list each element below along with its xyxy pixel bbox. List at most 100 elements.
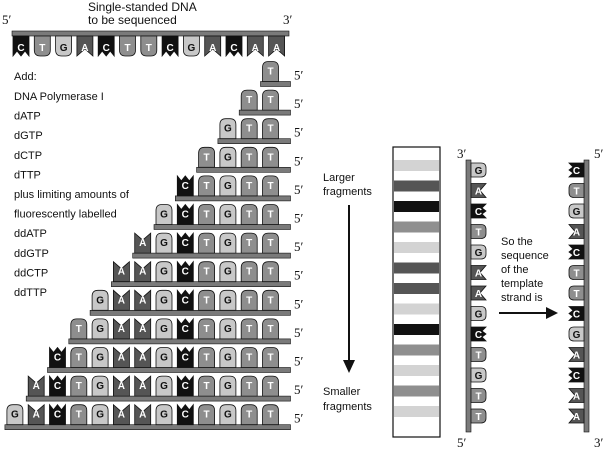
svg-text:C: C: [182, 295, 189, 306]
reagent-item: fluorescently labelled: [14, 209, 117, 221]
svg-text:G: G: [188, 43, 196, 54]
fragment-base: A: [113, 318, 130, 340]
fragment-base: C: [176, 374, 194, 397]
svg-text:T: T: [246, 324, 252, 335]
svg-text:G: G: [160, 324, 168, 335]
svg-text:G: G: [96, 381, 104, 392]
svg-text:G: G: [160, 238, 168, 249]
svg-text:T: T: [246, 410, 252, 421]
svg-text:C: C: [182, 267, 189, 278]
svg-text:G: G: [96, 324, 104, 335]
fragment-base: G: [6, 404, 24, 426]
fragment-base: A: [113, 289, 130, 311]
svg-text:A: A: [475, 269, 482, 280]
gel-band: [394, 365, 439, 376]
fragment-backbone: [217, 138, 291, 144]
svg-text:T: T: [246, 381, 252, 392]
fragment-base: G: [219, 146, 237, 168]
fragment-base: T: [262, 232, 279, 254]
svg-text:T: T: [76, 324, 82, 335]
svg-text:G: G: [573, 330, 581, 341]
svg-text:C: C: [54, 381, 61, 392]
gel-band: [394, 221, 439, 233]
conclusion-line-1: So the: [501, 236, 533, 248]
fragment-base: G: [91, 289, 109, 311]
fragment-prime: 5′: [294, 411, 304, 426]
fragment-base: G: [219, 347, 237, 368]
reagent-item: ddGTP: [14, 248, 49, 260]
svg-text:A: A: [573, 412, 580, 423]
gel-band: [394, 406, 439, 417]
fragment-base: C: [176, 289, 194, 311]
fragment-base: T: [70, 318, 88, 340]
read-base: G: [470, 367, 487, 383]
fragment-base: T: [262, 318, 279, 340]
svg-text:C: C: [230, 43, 237, 54]
svg-text:T: T: [204, 267, 210, 278]
fragment-backbone: [111, 281, 291, 288]
fragment-prime: 5′: [294, 296, 304, 311]
fragment-backbone: [4, 424, 291, 431]
svg-text:A: A: [573, 351, 580, 362]
fragment-prime: 5′: [294, 211, 304, 226]
fragment-prime: 5′: [294, 354, 304, 369]
fragment-base: T: [240, 375, 258, 397]
fragment-base: A: [134, 232, 152, 254]
gel-band: [394, 262, 439, 274]
svg-text:C: C: [573, 371, 580, 382]
fragment-base: C: [49, 403, 66, 426]
svg-text:G: G: [475, 371, 483, 382]
fragment-base: G: [219, 375, 237, 397]
fragment-base: T: [198, 404, 215, 426]
svg-text:T: T: [246, 210, 252, 221]
fragment-base: T: [240, 404, 258, 426]
svg-text:T: T: [76, 410, 82, 421]
read-base: T: [470, 408, 487, 424]
read-backbone: [465, 159, 472, 433]
reagent-item: dATP: [14, 111, 41, 123]
conclusion-line-2: sequence: [501, 250, 549, 262]
reagent-item: dGTP: [14, 130, 43, 142]
svg-text:T: T: [267, 124, 273, 135]
fragment-base: A: [134, 375, 152, 397]
result-backbone: [583, 159, 590, 433]
svg-text:C: C: [475, 330, 482, 341]
fragment-backbone: [153, 224, 291, 230]
template-base: C: [225, 35, 243, 58]
svg-text:G: G: [224, 238, 232, 249]
svg-text:T: T: [267, 267, 273, 278]
fragment-prime: 5′: [294, 153, 304, 168]
fragment-base: T: [198, 261, 215, 283]
svg-text:G: G: [160, 353, 168, 364]
fragment-base: C: [49, 346, 66, 368]
fragment-base: G: [91, 404, 109, 426]
svg-text:A: A: [139, 381, 146, 392]
svg-text:A: A: [139, 295, 146, 306]
fragment-base: T: [240, 318, 258, 340]
fragment-prime: 5′: [294, 325, 304, 340]
gel-band: [394, 344, 439, 356]
fragment-base: G: [155, 375, 173, 397]
template-base: C: [97, 35, 115, 58]
svg-text:T: T: [267, 324, 273, 335]
svg-text:G: G: [160, 410, 168, 421]
svg-text:C: C: [17, 43, 24, 54]
svg-text:T: T: [204, 181, 210, 192]
fragment-base: T: [198, 347, 215, 368]
reagent-item: ddATP: [14, 228, 47, 240]
fragment-base: T: [198, 289, 215, 311]
fragment-base: T: [70, 404, 88, 426]
fragment-base: T: [240, 347, 258, 368]
fragment-base: T: [198, 175, 215, 197]
svg-text:C: C: [182, 353, 189, 364]
svg-text:A: A: [81, 43, 88, 54]
svg-text:A: A: [118, 295, 125, 306]
gel-band: [394, 324, 439, 335]
fragment-base: G: [155, 318, 173, 340]
